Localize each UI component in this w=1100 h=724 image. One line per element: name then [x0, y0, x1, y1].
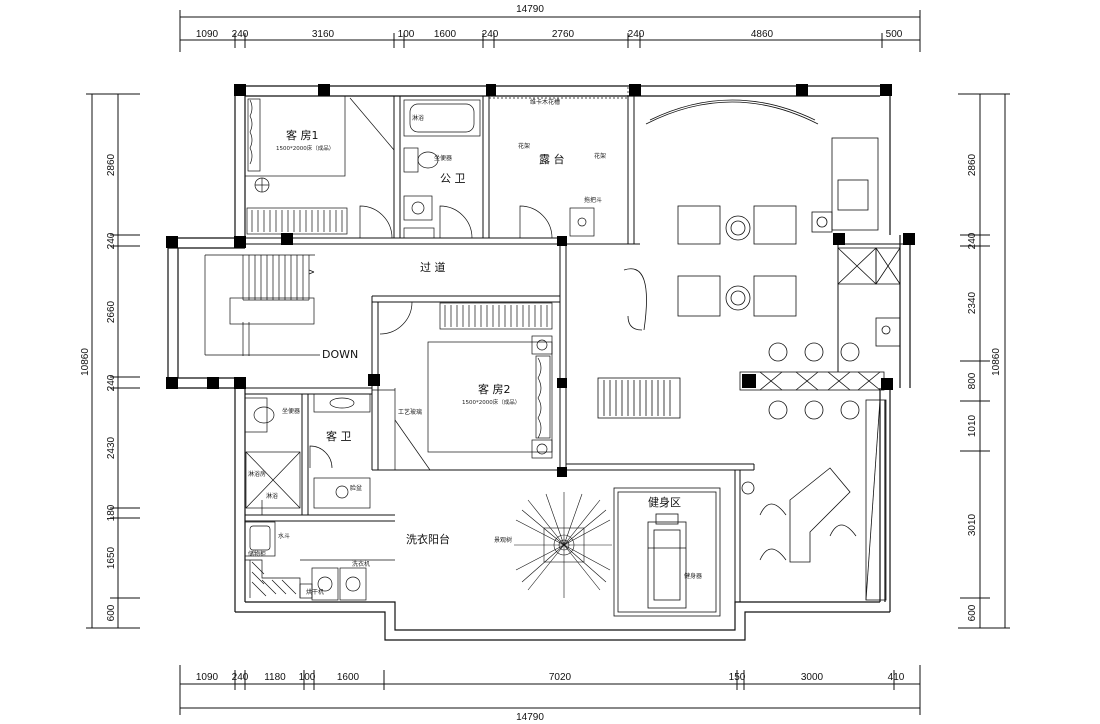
laundry-balcony-label: 洗衣阳台	[406, 532, 450, 546]
top-dim-10: 500	[886, 29, 903, 40]
right-dim-4: 800	[967, 372, 978, 389]
shower-label: 淋浴	[412, 114, 424, 122]
fixture-labels: 淋浴 坐便器 维卡木花槽 花架 花架 拖把斗 工艺玻璃 坐便器 淋浴 淋浴房 脸…	[248, 98, 702, 596]
top-total-dim: 14790	[516, 4, 544, 15]
left-dim-7: 1650	[106, 546, 117, 569]
top-dim-2: 240	[232, 29, 249, 40]
gym-area	[613, 487, 721, 617]
top-dim-1: 1090	[196, 29, 219, 40]
gym-label: 健身区	[648, 495, 681, 509]
toilet-2-label: 坐便器	[282, 407, 300, 415]
right-dimension-chain	[958, 93, 1010, 629]
top-dim-7: 2760	[552, 29, 575, 40]
bottom-dim-5: 1600	[337, 672, 360, 683]
mop-basin-label: 拖把斗	[584, 196, 602, 204]
left-dim-3: 2660	[106, 300, 117, 323]
left-dim-6: 180	[106, 504, 117, 521]
guest-room-2-label: 客 房2	[478, 382, 511, 396]
sink-label: 水斗	[278, 532, 290, 540]
dryer-label: 烘干机	[306, 588, 324, 596]
right-dimension-labels: 10860 2860 240 2340 800 1010 3010 600	[967, 153, 1002, 621]
fan-label: 景观树	[494, 536, 512, 544]
right-dim-3: 2340	[967, 291, 978, 314]
flower-rack-1-label: 花架	[518, 142, 530, 150]
bottom-dim-1: 1090	[196, 672, 219, 683]
left-dim-4: 240	[106, 374, 117, 391]
public-bath-label: 公 卫	[440, 172, 466, 185]
right-total-dim: 10860	[991, 348, 1002, 376]
bottom-total-dim: 14790	[516, 712, 544, 723]
left-dim-2: 240	[106, 232, 117, 249]
guest-room-2-furniture	[372, 301, 553, 471]
guest-room-2-bed-label: 1500*2000床（成品）	[462, 398, 520, 406]
bottom-dimension-labels: 1090 240 1180 100 1600 7020 150 3000 410…	[196, 672, 905, 723]
staircase	[204, 254, 320, 356]
guest-bath-fixtures	[244, 393, 371, 515]
bottom-dim-2: 240	[232, 672, 249, 683]
right-dim-2: 240	[967, 232, 978, 249]
flower-rack-2-label: 花架	[594, 152, 606, 160]
room-labels: 客 房1 1500*2000床（成品） 公 卫 露 台 过 道 DOWN 客 房…	[276, 128, 681, 546]
laundry-fixtures	[244, 521, 395, 601]
treadmill-label: 健身器	[684, 572, 702, 580]
wash-basin-label: 脸盆	[350, 484, 362, 492]
right-dim-6: 3010	[967, 513, 978, 536]
living-area-furniture	[597, 99, 901, 601]
guest-room-1-furniture	[244, 95, 395, 239]
top-dim-5: 1600	[434, 29, 457, 40]
interior-walls	[245, 96, 910, 602]
top-dimension-chain	[179, 10, 921, 52]
left-total-dim: 10860	[80, 348, 91, 376]
left-dim-5: 2430	[106, 436, 117, 459]
stair-down-label: DOWN	[322, 348, 358, 361]
bottom-dim-9: 410	[888, 672, 905, 683]
top-dim-4: 100	[398, 29, 415, 40]
bottom-dim-8: 3000	[801, 672, 824, 683]
public-bath-fixtures	[403, 99, 481, 239]
shower-room-label: 淋浴房	[248, 470, 266, 478]
craft-glass-label: 工艺玻璃	[398, 408, 422, 416]
bottom-dim-6: 7020	[549, 672, 572, 683]
bottom-dimension-chain	[179, 665, 921, 715]
top-dimension-labels: 14790 1090 240 3160 100 1600 240 2760 24…	[196, 4, 903, 40]
planter-label: 维卡木花槽	[530, 98, 560, 106]
guest-room-1-bed-label: 1500*2000床（成品）	[276, 144, 334, 152]
left-dim-8: 600	[106, 604, 117, 621]
top-dim-8: 240	[628, 29, 645, 40]
bottom-dim-4: 100	[299, 672, 316, 683]
terrace-label: 露 台	[539, 152, 565, 166]
right-dim-5: 1010	[967, 414, 978, 437]
cabinet-label: 储物柜	[248, 550, 266, 558]
shower-2-label: 淋浴	[266, 492, 278, 500]
top-dim-6: 240	[482, 29, 499, 40]
right-dim-7: 600	[967, 604, 978, 621]
bottom-dim-3: 1180	[264, 672, 286, 683]
fan-fixture	[514, 492, 612, 598]
toilet-1-label: 坐便器	[434, 154, 452, 162]
exterior-walls	[167, 85, 911, 641]
bottom-dim-7: 150	[729, 672, 746, 683]
wall-pillars	[166, 84, 915, 477]
left-dimension-chain	[86, 93, 140, 629]
left-dim-1: 2860	[106, 153, 117, 176]
corridor-label: 过 道	[420, 260, 446, 274]
guest-bath-label: 客 卫	[326, 429, 352, 443]
left-dimension-labels: 10860 2860 240 2660 240 2430 180 1650 60…	[80, 153, 117, 621]
right-dim-1: 2860	[967, 153, 978, 176]
top-dim-3: 3160	[312, 29, 335, 40]
washer-label: 洗衣机	[352, 560, 370, 568]
top-dim-9: 4860	[751, 29, 774, 40]
guest-room-1-label: 客 房1	[286, 128, 319, 142]
